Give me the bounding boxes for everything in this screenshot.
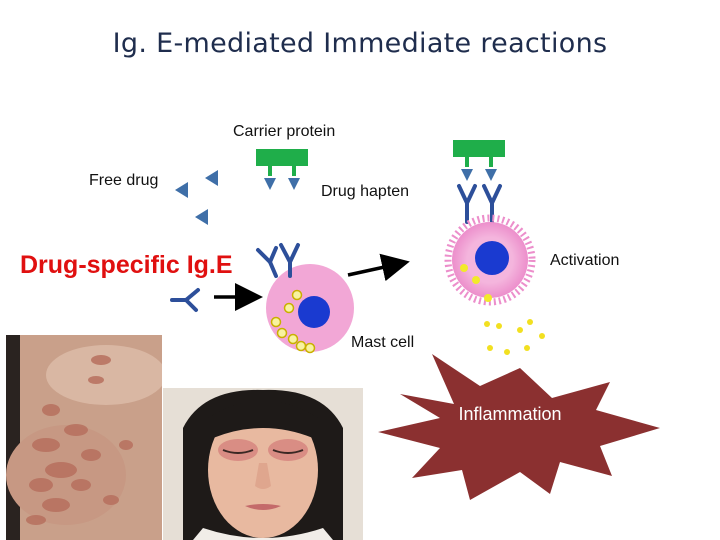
hapten-triangle-icon bbox=[461, 169, 473, 181]
carrier-protein-bound bbox=[453, 140, 505, 224]
ige-antibody-icon bbox=[256, 246, 278, 278]
ige-antibody-icon bbox=[457, 184, 477, 224]
carrier-protein-hapten bbox=[256, 149, 308, 190]
granule bbox=[276, 327, 288, 339]
activation-label: Activation bbox=[550, 252, 620, 269]
hapten-triangle-icon bbox=[264, 178, 276, 190]
granule bbox=[270, 316, 282, 328]
nucleus bbox=[298, 296, 330, 328]
free-drug-triangles bbox=[175, 170, 218, 225]
free-drug-label: Free drug bbox=[89, 172, 159, 189]
drug-triangle-icon bbox=[175, 182, 188, 198]
ige-antibody-icon bbox=[482, 184, 502, 224]
drug-triangle-icon bbox=[195, 209, 208, 225]
granule bbox=[287, 333, 299, 345]
granule bbox=[484, 294, 492, 302]
hapten-triangle-icon bbox=[288, 178, 300, 190]
skin-urticaria-photo bbox=[6, 335, 162, 540]
mast-cell-label: Mast cell bbox=[351, 334, 415, 351]
granule bbox=[304, 342, 316, 354]
carrier-protein-label: Carrier protein bbox=[233, 123, 336, 140]
mast-cell bbox=[256, 243, 354, 354]
inflammation-burst bbox=[378, 354, 660, 500]
granule bbox=[291, 289, 303, 301]
drug-triangle-icon bbox=[205, 170, 218, 186]
released-granules bbox=[484, 319, 545, 355]
nucleus bbox=[475, 241, 509, 275]
inflammation-label: Inflammation bbox=[458, 404, 562, 424]
free-ige-antibody-icon bbox=[170, 288, 200, 312]
drug-specific-ige-label: Drug-specific Ig.E bbox=[20, 251, 233, 279]
activated-mast-cell bbox=[444, 214, 536, 306]
facial-angioedema-photo bbox=[163, 388, 363, 540]
slide-title: Ig. E-mediated Immediate reactions bbox=[112, 28, 608, 59]
granule bbox=[472, 276, 480, 284]
drug-hapten-label: Drug hapten bbox=[321, 183, 410, 200]
activation-arrow bbox=[347, 253, 410, 282]
hapten-triangle-icon bbox=[485, 169, 497, 181]
granule bbox=[295, 340, 307, 352]
ige-antibody-icon bbox=[279, 243, 300, 278]
granule bbox=[460, 264, 468, 272]
granule bbox=[283, 302, 295, 314]
